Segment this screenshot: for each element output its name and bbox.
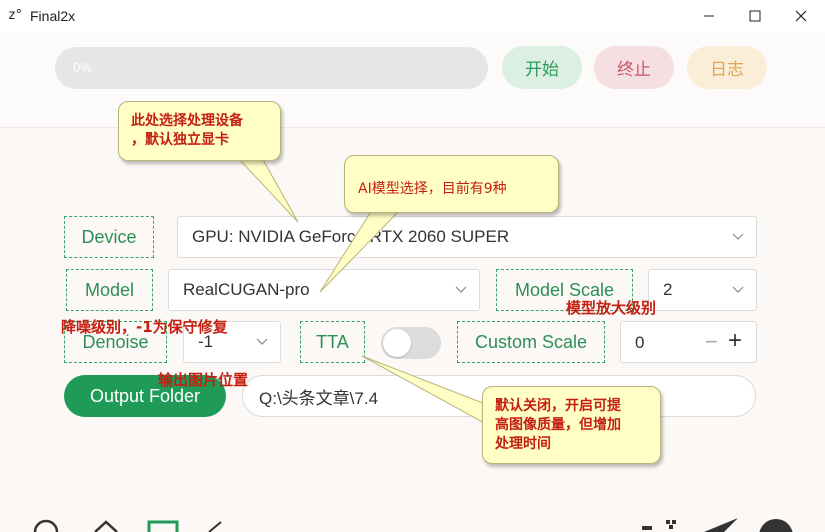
model-scale-label: Model Scale <box>496 269 633 311</box>
app-icon: z° <box>8 8 23 23</box>
model-callout: AI模型选择，目前有9种 <box>344 155 559 213</box>
denoise-note: 降噪级别，-1为保守修复 <box>61 318 228 336</box>
minimize-button[interactable] <box>686 0 732 32</box>
custom-scale-label: Custom Scale <box>457 321 605 363</box>
chevron-down-icon <box>732 283 744 295</box>
toggle-knob <box>383 329 411 357</box>
tta-callout-line2: 高图像质量，但增加 <box>495 417 621 433</box>
denoise-value: -1 <box>198 332 214 351</box>
output-note: 输出图片位置 <box>158 371 249 389</box>
model-select[interactable]: RealCUGAN-pro <box>168 269 480 311</box>
custom-scale-value: 0 <box>635 333 645 352</box>
image-icon[interactable] <box>147 518 179 532</box>
progress-text: 0% <box>73 60 92 75</box>
output-folder-button[interactable]: Output Folder <box>64 375 226 417</box>
output-path-value: Q:\头条文章\7.4 <box>259 388 379 408</box>
log-button[interactable]: 日志 <box>687 46 767 89</box>
minimize-icon <box>704 15 714 17</box>
chevron-down-icon <box>256 335 268 347</box>
device-value: GPU: NVIDIA GeForce RTX 2060 SUPER <box>192 227 510 246</box>
maximize-icon <box>749 10 761 22</box>
github-icon[interactable] <box>756 518 796 532</box>
model-scale-select[interactable]: 2 <box>648 269 757 311</box>
paper-plane-icon[interactable] <box>700 516 740 532</box>
tta-callout: 默认关闭，开启可提 高图像质量，但增加 处理时间 <box>482 386 661 464</box>
window-title: Final2x <box>30 8 76 24</box>
progress-bar: 0% <box>55 47 488 89</box>
decrement-button[interactable]: − <box>705 329 718 354</box>
window-titlebar: z° Final2x <box>0 0 825 32</box>
tta-callout-line1: 默认关闭，开启可提 <box>495 398 621 414</box>
device-callout: 此处选择处理设备 ，默认独立显卡 <box>118 101 281 161</box>
model-scale-note: 模型放大级别 <box>566 299 657 317</box>
increment-button[interactable]: + <box>728 327 743 354</box>
close-button[interactable] <box>778 0 824 32</box>
device-select[interactable]: GPU: NVIDIA GeForce RTX 2060 SUPER <box>177 216 757 258</box>
tta-callout-line3: 处理时间 <box>495 436 551 452</box>
denoise-select[interactable]: -1 <box>183 321 281 363</box>
model-value: RealCUGAN-pro <box>183 280 310 299</box>
chevron-down-icon <box>732 230 744 242</box>
model-callout-text: AI模型选择，目前有9种 <box>358 181 507 197</box>
device-callout-line1: 此处选择处理设备 <box>131 113 243 129</box>
chevron-down-icon <box>455 283 467 295</box>
settings-icon[interactable] <box>30 518 62 532</box>
model-scale-value: 2 <box>663 280 673 299</box>
device-label: Device <box>64 216 154 258</box>
model-label: Model <box>66 269 153 311</box>
close-icon <box>795 10 807 22</box>
denoise-label: Denoise <box>64 321 167 363</box>
tta-toggle[interactable] <box>381 327 441 359</box>
home-icon[interactable] <box>92 518 120 532</box>
maximize-button[interactable] <box>732 0 778 32</box>
custom-scale-input[interactable]: 0 − + <box>620 321 757 363</box>
stop-button[interactable]: 终止 <box>594 46 674 89</box>
send-icon[interactable] <box>205 518 227 532</box>
qr-icon[interactable] <box>640 518 682 532</box>
start-button[interactable]: 开始 <box>502 46 582 89</box>
device-callout-line2: ，默认独立显卡 <box>131 132 229 148</box>
tta-label: TTA <box>300 321 365 363</box>
